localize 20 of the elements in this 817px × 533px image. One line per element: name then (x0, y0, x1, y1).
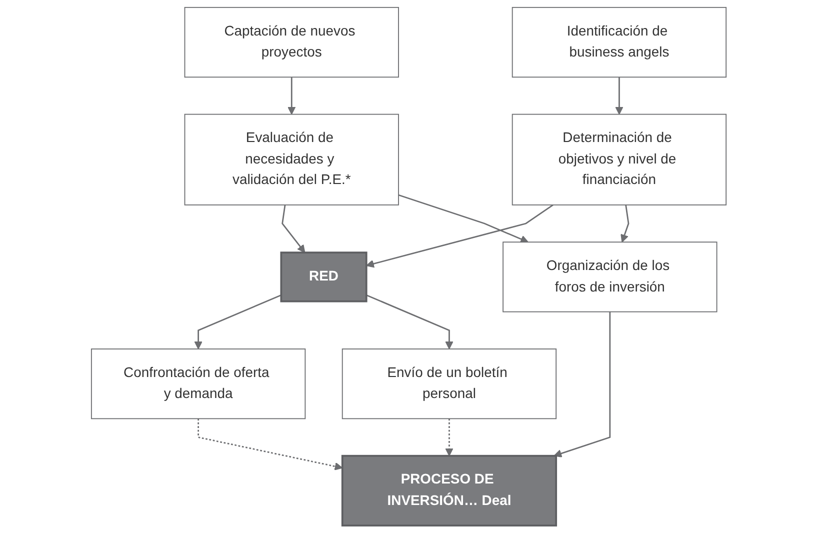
arrow (620, 204, 629, 242)
arrow (614, 77, 624, 115)
arrow (553, 312, 610, 458)
node-box: PROCESO DE INVERSIÓN… Deal (341, 454, 557, 526)
arrow (281, 204, 305, 253)
node-box: Captación de nuevos proyectos (184, 6, 399, 78)
node-box: RED (280, 252, 368, 302)
arrow (366, 294, 454, 350)
node-box: Evaluación de necesidades y validación del P.E.* (184, 114, 399, 206)
node-box: Envío de un boletín personal (342, 348, 556, 420)
node-box: Confrontación de oferta y demanda (90, 348, 306, 420)
node-box: Identificación de business angels (512, 6, 726, 78)
arrow (398, 194, 528, 243)
node-box: Determinación de objetivos y nivel de financiación (512, 114, 726, 206)
arrow (366, 204, 554, 268)
arrow (444, 418, 454, 456)
arrow (287, 77, 296, 115)
arrow (197, 418, 342, 470)
node-box: Organización de los foros de inversión (502, 242, 717, 312)
arrow (194, 294, 282, 350)
